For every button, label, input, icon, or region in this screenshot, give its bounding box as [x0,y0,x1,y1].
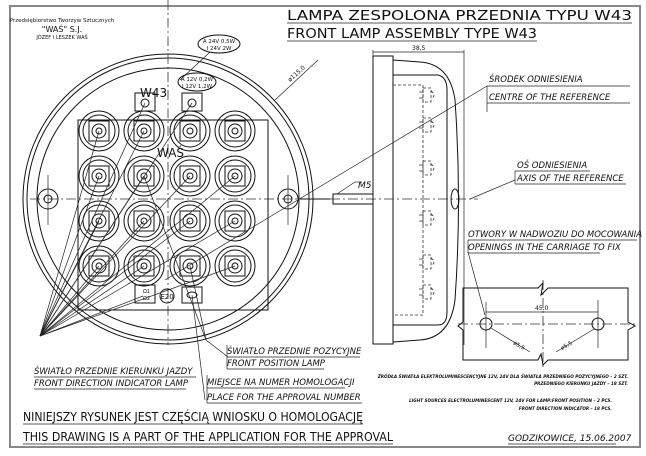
approval-mark-2: Ω2 [143,296,150,302]
side-led [419,87,435,103]
leader-line [39,175,191,337]
leader-line [189,265,207,341]
openings-en: OPENINGS IN THE CARRIAGE TO FIX [468,243,621,253]
centre-en: CENTRE OF THE REFERENCE [489,93,611,103]
company-name: "WAŚ" S.J. [42,23,82,34]
approval-en: PLACE FOR THE APPROVAL NUMBER [207,393,361,403]
hole-left-dia: ø5,5 [512,341,526,353]
place-date: GODZIKOWICE, 15.06.2007 [508,434,632,444]
screw-hole-right [277,175,299,225]
approval-mark-e: E20 [160,293,173,301]
callout-indicator: ŚWIATŁO PRZEDNIE KIERUNKU JAZDY FRONT DI… [34,365,196,390]
leader-line [39,130,100,337]
note-en-2: FRONT DIRECTION INDICATOR – 18 PCS. [519,406,613,411]
leader-line [39,295,144,337]
leader-line [39,175,100,337]
maker-mark-was: WAŚ [157,145,184,160]
company-block: Przedsiębiorstwo Tworzyw Sztucznych "WAŚ… [10,18,115,41]
light-source-notes: ŹRÓDŁA ŚWIATŁA ELEKTROLUMINESCENCYJNE 12… [377,374,629,411]
position-pl: ŚWIATŁO PRZEDNIE POZYCYJNE [227,345,362,357]
led-cell [214,110,256,152]
led-cell [214,155,256,197]
led-cell [78,200,120,242]
note-pl-1: ŹRÓDŁA ŚWIATŁA ELEKTROLUMINESCENCYJNE 12… [377,374,629,379]
led-cell [214,245,256,287]
position-en: FRONT POSITION LAMP [227,359,326,369]
title-polish: LAMPA ZESPOLONA PRZEDNIA TYPU W43 [287,8,632,24]
led-cell [123,155,165,197]
leader-line [39,175,236,337]
led-cell [169,155,211,197]
leader-line [39,220,191,337]
side-led [419,284,435,300]
leader-line [39,265,145,337]
title-block: LAMPA ZESPOLONA PRZEDNIA TYPU W43 FRONT … [287,8,632,42]
side-led [419,160,435,176]
led-cell [123,200,165,242]
side-view: 38,5 M5 [330,45,478,345]
spec-24v-i: I 24V 2W [207,46,232,52]
axis-en: AXIS OF THE REFERENCE [516,174,624,184]
side-led [419,210,435,226]
callout-openings: OTWORY W NADWOZIU DO MOCOWANIA OPENINGS … [467,230,642,316]
leader-line [39,102,146,337]
side-leds [419,87,435,300]
leader-line [143,175,207,341]
callout-centre: ŚRODEK ODNIESIENIA CENTRE OF THE REFEREN… [164,73,630,281]
hole-spacing: 45,0 [535,305,549,312]
footer-polish: NINIEJSZY RYSUNEK JEST CZĘŚCIĄ WNIOSKU O… [23,409,363,424]
led-cell [78,110,120,152]
spec-12v-a: A 12V 0,2W [181,77,214,83]
led-cell [214,200,256,242]
openings-pl: OTWORY W NADWOZIU DO MOCOWANIA [468,230,642,240]
company-line1: Przedsiębiorstwo Tworzyw Sztucznych [10,18,115,24]
approval-mark-1: Ω1 [143,289,150,295]
hole-right-dia: ø5,5 [560,340,574,352]
note-en-1: LIGHT SOURCES ELECTROLUMINESCENT 12V, 24… [409,398,612,403]
spec-12v-i: I 12V 1,2W [182,84,213,90]
callout-position: ŚWIATŁO PRZEDNIE POZYCYJNE FRONT POSITIO… [205,339,362,370]
leader-line [39,220,236,337]
company-owners: JÓZEF I LESZEK WAŚ [35,34,87,41]
led-cell [78,155,120,197]
spec-24v-a: A 24V 0,5W [203,39,236,45]
leader-lines [39,102,236,341]
title-english: FRONT LAMP ASSEMBLY TYPE W43 [287,26,537,42]
leader-line [39,220,100,337]
centre-pl: ŚRODEK ODNIESIENIA [489,73,583,85]
callout-axis: OŚ ODNIESIENIA AXIS OF THE REFERENCE [469,159,626,200]
callout-approval: MIEJSCE NA NUMER HOMOLOGACJI PLACE FOR T… [191,294,362,404]
leader-line [39,102,193,337]
indicator-pl: ŚWIATŁO PRZEDNIE KIERUNKU JAZDY [34,365,193,377]
leader-line [39,265,100,337]
screw-hole-left [37,175,59,225]
leader-line [39,220,145,337]
footer: NINIEJSZY RYSUNEK JEST CZĘŚCIĄ WNIOSKU O… [22,409,632,445]
type-mark-w43: W43 [140,86,167,100]
indicator-en: FRONT DIRECTION INDICATOR LAMP [34,379,189,389]
approval-pl: MIEJSCE NA NUMER HOMOLOGACJI [207,378,355,388]
led-grid [78,110,256,287]
side-led [419,254,435,270]
width-dim: 38,5 [412,45,426,52]
thread-label: M5 [358,181,372,191]
side-led [419,117,435,133]
axis-pl: OŚ ODNIESIENIA [517,159,587,171]
note-pl-2: PRZEDNIEGO KIERUNKU JAZDY – 18 SZT. [534,381,628,386]
led-cell [169,245,211,287]
footer-english: THIS DRAWING IS A PART OF THE APPLICATIO… [22,430,393,444]
mount-detail: 45,0 ø5,5 ø5,5 [457,280,637,370]
leader-line [39,265,236,337]
